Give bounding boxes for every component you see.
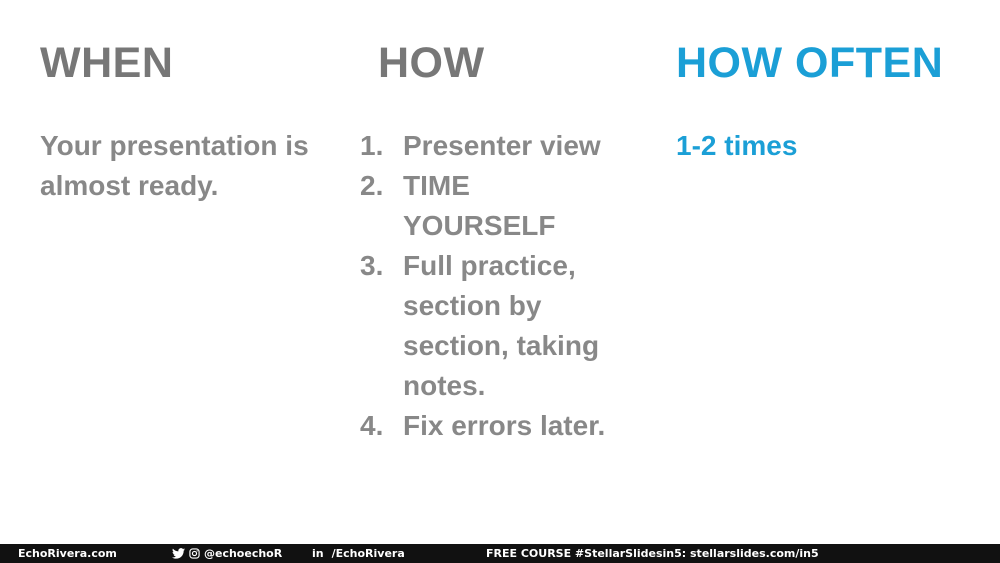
step-text: Presenter view: [403, 130, 601, 161]
instagram-icon: [189, 548, 200, 559]
how-column: HOW 1. Presenter view 2. TIME YOURSELF 3…: [360, 40, 660, 446]
footer-bar: EchoRivera.com @echoechoR in /EchoRivera…: [0, 544, 1000, 563]
how-heading: HOW: [378, 39, 485, 87]
list-item: 3. Full practice, section by section, ta…: [360, 246, 660, 406]
footer-social-handle: @echoechoR: [204, 547, 283, 560]
how-steps-list: 1. Presenter view 2. TIME YOURSELF 3. Fu…: [360, 126, 660, 446]
footer-linkedin[interactable]: in /EchoRivera: [312, 544, 405, 563]
list-item: 4. Fix errors later.: [360, 406, 660, 446]
how-often-body: 1-2 times: [676, 130, 798, 161]
step-number: 1.: [360, 130, 384, 161]
step-number: 2.: [360, 170, 384, 201]
list-item: 1. Presenter view: [360, 126, 660, 166]
when-heading: WHEN: [40, 39, 174, 87]
step-number: 3.: [360, 250, 384, 281]
footer-course-link[interactable]: FREE COURSE #StellarSlidesin5: stellarsl…: [486, 547, 819, 560]
twitter-icon: [172, 548, 185, 559]
step-number: 4.: [360, 410, 384, 441]
footer-site-link[interactable]: EchoRivera.com: [18, 547, 117, 560]
step-text: Full practice, section by section, takin…: [403, 250, 600, 401]
when-column: WHEN Your presentation is almost ready.: [40, 40, 330, 206]
step-text: TIME YOURSELF: [403, 170, 556, 241]
list-item: 2. TIME YOURSELF: [360, 166, 660, 246]
step-text: Fix errors later.: [403, 410, 606, 441]
linkedin-icon: in: [312, 547, 324, 560]
footer-social[interactable]: @echoechoR: [172, 544, 282, 563]
footer-linkedin-handle: /EchoRivera: [331, 547, 405, 560]
when-body: Your presentation is almost ready.: [40, 130, 309, 201]
how-often-heading: HOW OFTEN: [676, 39, 944, 87]
how-often-column: HOW OFTEN 1-2 times: [676, 40, 976, 166]
